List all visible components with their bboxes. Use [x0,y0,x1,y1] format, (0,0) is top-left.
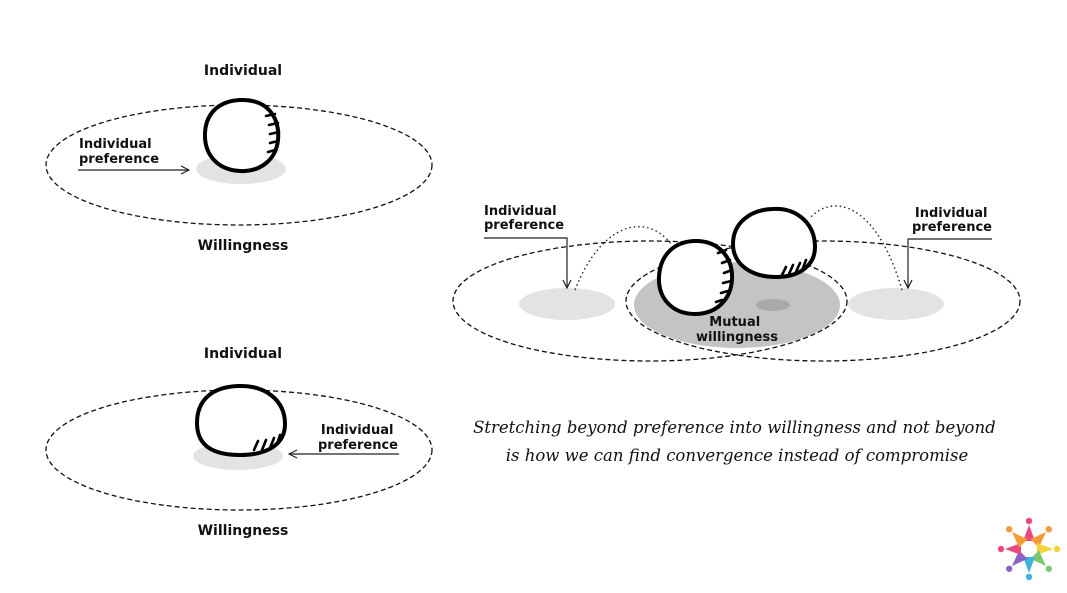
right-preference-shadow [848,288,944,320]
logo-icon [997,517,1061,581]
caption: Stretching beyond preference into willin… [473,418,1001,465]
preference-shadow [756,299,790,311]
ball-icon [194,383,288,458]
right-panel-left-pref-label: Individual preference [484,204,564,233]
arrow-icon [484,237,567,288]
top-individual-label: Individual [204,63,282,79]
ball-icon [202,97,281,174]
top-willingness-label: Willingness [198,238,289,254]
left-willingness-ellipse [452,240,848,362]
panel-right: Mutual willingness Individual preference… [452,204,1021,362]
bottom-individual-label: Individual [204,346,282,362]
willingness-ellipse [45,389,433,511]
ball-icon [730,206,818,280]
ball-icon [656,238,735,317]
right-panel-right-pref-label: Individual preference [912,206,992,235]
willingness-ellipse [45,104,433,226]
left-preference-shadow [519,288,615,320]
panel-top: Individual Individual preference Willing… [45,63,433,254]
right-jump-trajectory [809,205,903,291]
bottom-pref-label: Individual preference [318,423,398,453]
mutual-willingness-label: Mutual willingness [696,315,778,345]
panel-bottom: Individual Individual preference Willing… [45,346,433,539]
top-pref-label: Individual preference [79,137,159,167]
bottom-willingness-label: Willingness [198,523,289,539]
arrow-icon [908,238,992,288]
right-willingness-ellipse [625,240,1021,362]
